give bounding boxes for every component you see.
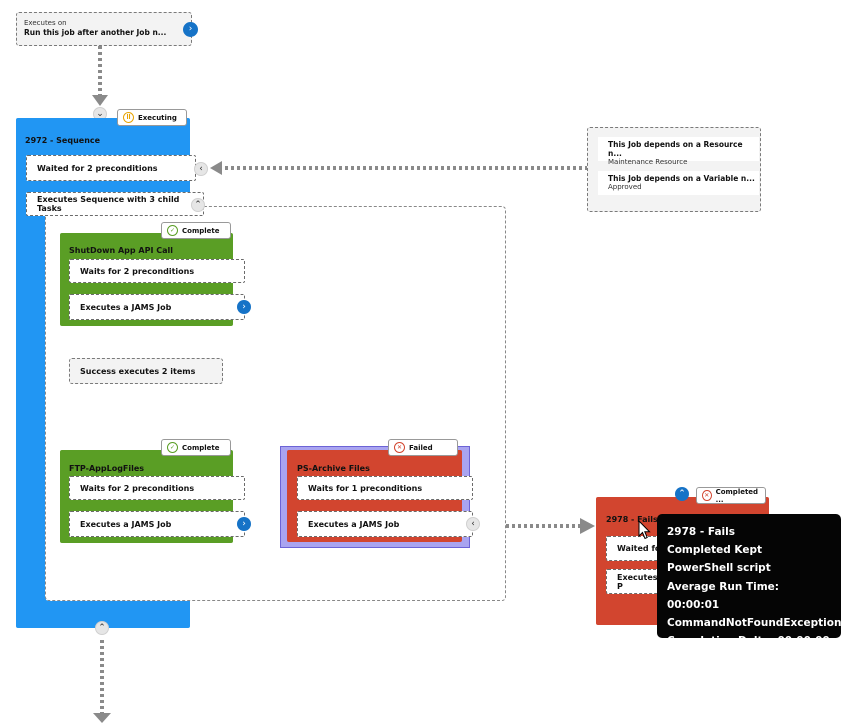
arrowhead-next xyxy=(93,713,111,723)
chevron-up-icon: ⌃ xyxy=(678,488,686,499)
chevron-up-icon: ⌃ xyxy=(98,622,106,633)
sequence-bottom-collapse-button[interactable]: ⌃ xyxy=(95,621,109,635)
shutdown-status-badge: ✓ Complete xyxy=(161,222,231,239)
success-node[interactable]: Success executes 2 items xyxy=(69,358,223,384)
tooltip-error: CommandNotFoundException xyxy=(667,617,842,630)
dependency-resource-title: This Job depends on a Resource n... xyxy=(608,140,743,158)
preconditions-back-button[interactable]: ‹ xyxy=(194,162,208,176)
archive-status-badge: ✕ Failed xyxy=(388,439,458,456)
dependency-resource-value: Maintenance Resource xyxy=(608,158,688,166)
x-circle-icon: ✕ xyxy=(394,442,405,453)
archive-preconditions-row[interactable]: Waits for 1 preconditions xyxy=(297,476,473,500)
x-circle-icon: ✕ xyxy=(702,490,712,501)
ftp-status-text: Complete xyxy=(182,443,220,452)
chevron-left-icon: ‹ xyxy=(471,518,475,529)
check-icon: ✓ xyxy=(167,442,178,453)
sequence-status-text: Executing xyxy=(138,113,177,122)
trigger-value: Run this job after another Job n... xyxy=(24,28,167,37)
archive-executes-row[interactable]: Executes a JAMS Job xyxy=(297,511,473,537)
sequence-status-badge: ll Executing xyxy=(117,109,187,126)
shutdown-preconditions-row[interactable]: Waits for 2 preconditions xyxy=(69,259,245,283)
archive-back-button[interactable]: ‹ xyxy=(466,517,480,531)
chevron-right-icon: › xyxy=(242,301,246,312)
fails-job-status-text: Completed ... xyxy=(715,487,759,504)
sequence-expand-button[interactable]: ⌄ xyxy=(93,107,107,121)
archive-status-text: Failed xyxy=(409,443,433,452)
shutdown-status-text: Complete xyxy=(182,226,220,235)
dependency-variable-value: Approved xyxy=(608,183,642,191)
chevron-down-icon: ⌄ xyxy=(96,108,104,119)
shutdown-executes-row[interactable]: Executes a JAMS Job xyxy=(69,294,245,320)
sequence-title: 2972 - Sequence xyxy=(25,136,101,145)
sequence-executes-row[interactable]: Executes Sequence with 3 child Tasks xyxy=(26,192,204,216)
shutdown-forward-button[interactable]: › xyxy=(237,300,251,314)
check-icon: ✓ xyxy=(167,225,178,236)
dependency-variable[interactable]: This Job depends on a Variable n... Appr… xyxy=(598,171,759,195)
chevron-right-icon: › xyxy=(188,24,193,34)
chevron-right-icon: › xyxy=(242,518,246,529)
fails-job-status-badge: ✕ Completed ... xyxy=(696,487,766,504)
trigger-card[interactable]: Executes on Run this job after another J… xyxy=(16,12,192,46)
job-tooltip: 2978 - Fails Completed Kept PowerShell s… xyxy=(657,514,842,647)
ftp-status-badge: ✓ Complete xyxy=(161,439,231,456)
archive-title: PS-Archive Files xyxy=(297,464,370,473)
arrowhead-trigger xyxy=(92,95,108,106)
sequence-collapse-button[interactable]: ⌃ xyxy=(191,198,205,212)
tooltip-status: Completed Kept xyxy=(667,544,763,557)
ftp-preconditions-row[interactable]: Waits for 2 preconditions xyxy=(69,476,245,500)
fails-job-executes-row[interactable]: Executes P xyxy=(606,569,666,594)
chevron-up-icon: ⌃ xyxy=(194,199,202,210)
trigger-label: Executes on xyxy=(24,19,67,27)
ftp-executes-row[interactable]: Executes a JAMS Job xyxy=(69,511,245,537)
shutdown-title: ShutDown App API Call xyxy=(69,246,173,255)
arrowhead-fails xyxy=(580,518,595,534)
tooltip-type: PowerShell script xyxy=(667,562,771,575)
dependency-resource[interactable]: This Job depends on a Resource n... Main… xyxy=(598,137,759,166)
trigger-forward-button[interactable]: › xyxy=(183,22,198,37)
fails-job-title: 2978 - Fails xyxy=(606,515,658,524)
dependency-variable-title: This Job depends on a Variable n... xyxy=(608,174,755,183)
pause-icon: ll xyxy=(123,112,134,123)
mouse-cursor-icon xyxy=(638,520,651,540)
sequence-preconditions-row[interactable]: Waited for 2 preconditions xyxy=(26,155,196,181)
tooltip-title: 2978 - Fails xyxy=(667,526,735,538)
tooltip-avg-run-time: Average Run Time: 00:00:01 xyxy=(667,580,779,611)
fails-job-collapse-button[interactable]: ⌃ xyxy=(675,487,689,501)
ftp-title: FTP-AppLogFiles xyxy=(69,464,145,473)
ftp-forward-button[interactable]: › xyxy=(237,517,251,531)
arrowhead-dependencies xyxy=(210,161,222,175)
chevron-left-icon: ‹ xyxy=(199,163,203,174)
tooltip-completion-delta: Completion Delta: 00:00:00 xyxy=(667,635,830,648)
